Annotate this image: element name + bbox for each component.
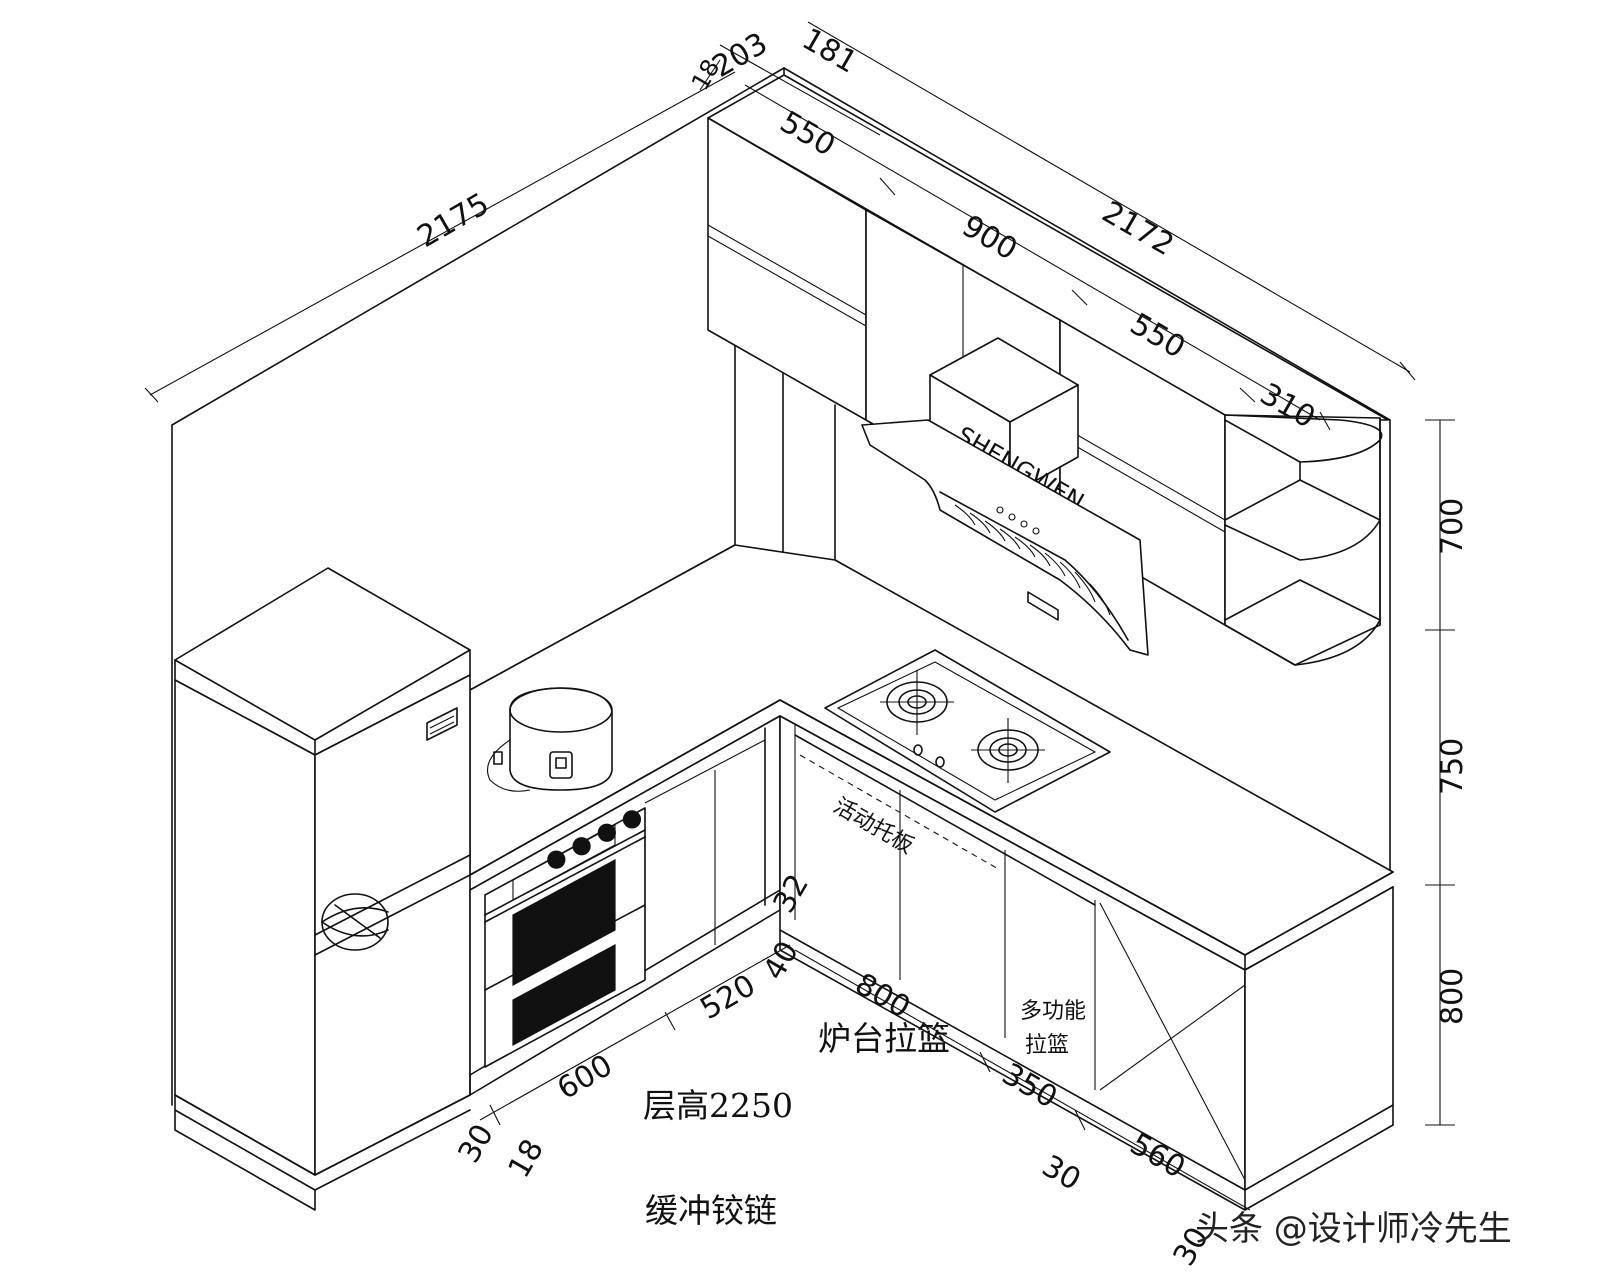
dim-base-600: 600 [552, 1048, 619, 1107]
rice-cooker [486, 687, 613, 792]
dim-gap-30-mid: 30 [1036, 1149, 1087, 1198]
label-soft-hinge: 缓冲铰链 [645, 1191, 777, 1230]
dim-corner-40: 40 [757, 935, 806, 986]
dim-height-750: 750 [1435, 738, 1470, 795]
fridge-handle [321, 893, 389, 951]
range-hood: SHENGWEN [861, 337, 1149, 656]
dim-2172: 2172 [1096, 195, 1180, 263]
fridge-display [426, 707, 458, 741]
label-multi-basket-1: 多功能 [1020, 999, 1086, 1024]
label-floor-height: 层高2250 [643, 1086, 793, 1125]
gas-stove [824, 649, 1111, 813]
base-cabinets-right [779, 715, 1394, 1211]
dim-base-520: 520 [695, 968, 762, 1027]
dim-gap-18: 18 [502, 1133, 551, 1184]
dim-181: 181 [796, 22, 863, 81]
dim-height-800: 800 [1435, 968, 1470, 1025]
dim-gap-30-left: 30 [452, 1118, 501, 1169]
dim-height-700: 700 [1435, 498, 1470, 555]
base-cabinets-left: ● ● ● ● [469, 715, 781, 1096]
watermark: 头条 @设计师冷先生 [1195, 1209, 1512, 1249]
burner-left [880, 670, 954, 735]
label-stove-basket: 炉台拉篮 [818, 1019, 950, 1058]
refrigerator [174, 567, 471, 1211]
label-multi-basket-2: 拉篮 [1025, 1033, 1069, 1058]
dimension-lines [144, 21, 1455, 1211]
burner-right [971, 718, 1045, 783]
